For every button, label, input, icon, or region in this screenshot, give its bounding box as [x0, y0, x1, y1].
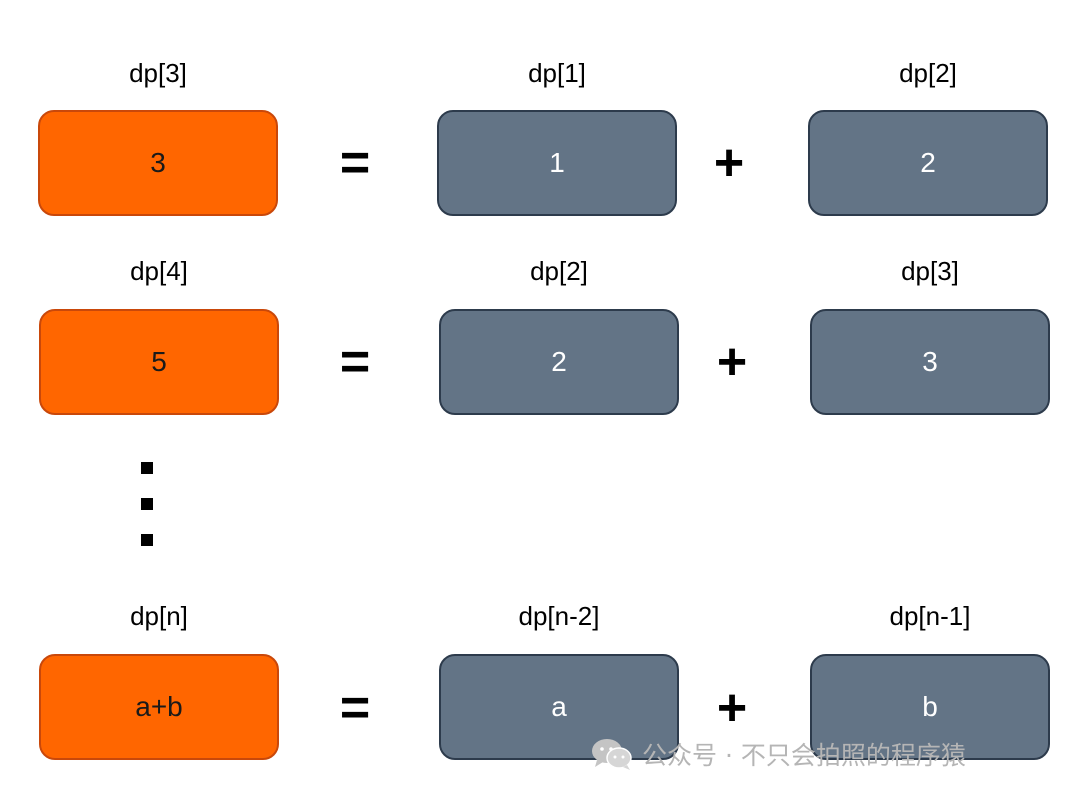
row2-left-label: dp[2] — [530, 256, 588, 286]
row3-plus-sign: + — [716, 679, 748, 737]
row2-left-box: 2 — [439, 309, 679, 415]
row3-right-value: b — [922, 691, 938, 722]
row3-right-box: b — [810, 654, 1050, 760]
row2-left-value: 2 — [551, 346, 567, 377]
row1-result-value: 3 — [150, 147, 166, 178]
row1-equals-sign: = — [339, 134, 371, 192]
row2-plus-sign: + — [716, 333, 748, 391]
row1-right-value: 2 — [920, 147, 936, 178]
row1-result-label: dp[3] — [129, 58, 187, 88]
row3-result-value: a+b — [135, 691, 183, 722]
watermark-text: 公众号 · 不只会拍照的程序猿 — [642, 741, 966, 770]
row1-left-box: 1 — [437, 110, 677, 216]
row1-result-box: 3 — [38, 110, 278, 216]
row2-result-label: dp[4] — [130, 256, 188, 286]
watermark: 公众号 · 不只会拍照的程序猿 — [590, 734, 966, 774]
row3-left-label: dp[n-2] — [518, 601, 600, 631]
row3-result-label: dp[n] — [130, 601, 188, 631]
ellipsis-dot — [141, 498, 153, 510]
row3-left-value: a — [551, 691, 567, 722]
row1-left-value: 1 — [549, 147, 565, 178]
row2-right-value: 3 — [922, 346, 938, 377]
row3-equals-sign: = — [339, 679, 371, 737]
row2-result-box: 5 — [39, 309, 279, 415]
row3-left-box: a — [439, 654, 679, 760]
row1-left-label: dp[1] — [528, 58, 586, 88]
row1-right-box: 2 — [808, 110, 1048, 216]
row3-result-box: a+b — [39, 654, 279, 760]
ellipsis-dot — [141, 534, 153, 546]
row2-equals-sign: = — [339, 333, 371, 391]
ellipsis-dot — [141, 462, 153, 474]
row2-right-box: 3 — [810, 309, 1050, 415]
row3-right-label: dp[n-1] — [889, 601, 971, 631]
row1-right-label: dp[2] — [899, 58, 957, 88]
row2-result-value: 5 — [151, 346, 167, 377]
row2-right-label: dp[3] — [901, 256, 959, 286]
wechat-icon — [592, 739, 632, 770]
row1-plus-sign: + — [713, 134, 745, 192]
